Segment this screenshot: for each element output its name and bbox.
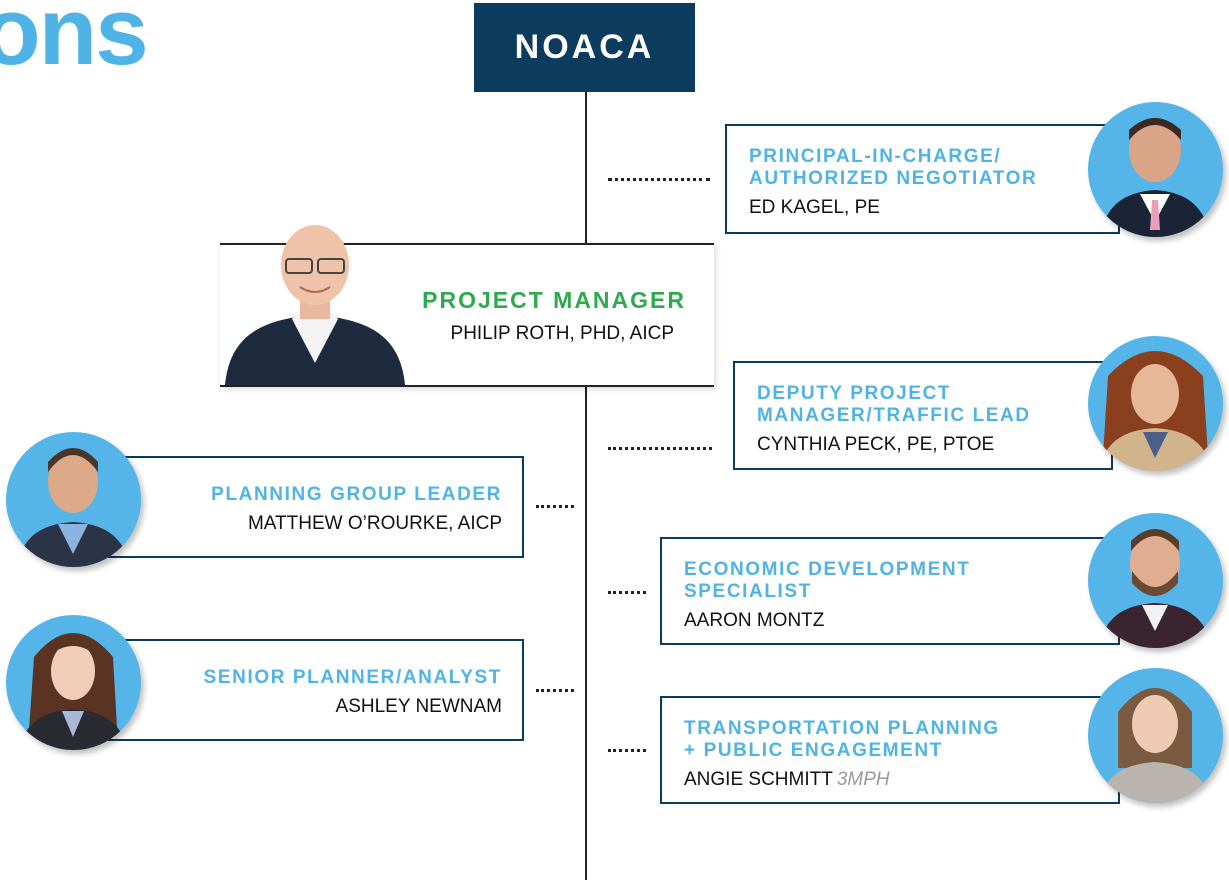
avatar-senior bbox=[6, 615, 141, 750]
page-heading-fragment: ons bbox=[0, 0, 149, 85]
avatar-econ bbox=[1088, 513, 1223, 648]
connector-dots-principal bbox=[608, 178, 710, 181]
card-deputy: DEPUTY PROJECT MANAGER/TRAFFIC LEAD CYNT… bbox=[733, 361, 1113, 470]
avatar-planning-lead bbox=[6, 432, 141, 567]
project-manager-role: PROJECT MANAGER bbox=[422, 287, 686, 313]
role-principal-line2: AUTHORIZED NEGOTIATOR bbox=[749, 168, 1038, 189]
role-transport-line1: TRANSPORTATION PLANNING bbox=[684, 718, 1000, 739]
role-deputy-line2: MANAGER/TRAFFIC LEAD bbox=[757, 405, 1031, 426]
card-transport: TRANSPORTATION PLANNING + PUBLIC ENGAGEM… bbox=[660, 696, 1120, 804]
org-transport: 3MPH bbox=[836, 769, 890, 790]
avatar-principal bbox=[1088, 102, 1223, 237]
card-principal: PRINCIPAL-IN-CHARGE/ AUTHORIZED NEGOTIAT… bbox=[725, 124, 1120, 234]
role-econ-line1: ECONOMIC DEVELOPMENT bbox=[684, 559, 971, 580]
connector-line-top bbox=[585, 92, 587, 244]
name-deputy: CYNTHIA PECK, PE, PTOE bbox=[757, 434, 995, 455]
name-transport-text: ANGIE SCHMITT bbox=[684, 769, 833, 790]
project-manager-card: PROJECT MANAGER PHILIP ROTH, PHD, AICP bbox=[220, 225, 714, 387]
name-principal: ED KAGEL, PE bbox=[749, 197, 880, 218]
role-econ-line2: SPECIALIST bbox=[684, 581, 812, 602]
name-econ: AARON MONTZ bbox=[684, 610, 825, 631]
card-planning-lead: PLANNING GROUP LEADER MATTHEW O’ROURKE, … bbox=[108, 456, 524, 558]
name-planning-lead: MATTHEW O’ROURKE, AICP bbox=[247, 513, 502, 534]
card-econ: ECONOMIC DEVELOPMENT SPECIALIST AARON MO… bbox=[660, 537, 1120, 645]
role-principal-line1: PRINCIPAL-IN-CHARGE/ bbox=[749, 146, 1002, 167]
role-transport-line2: + PUBLIC ENGAGEMENT bbox=[684, 740, 943, 761]
connector-dots-transport bbox=[608, 749, 646, 752]
connector-dots-planning-lead bbox=[536, 505, 574, 508]
project-manager-photo bbox=[220, 223, 410, 385]
card-senior: SENIOR PLANNER/ANALYST ASHLEY NEWNAM bbox=[108, 639, 524, 741]
name-senior: ASHLEY NEWNAM bbox=[335, 696, 502, 717]
connector-dots-senior bbox=[536, 689, 574, 692]
role-planning-lead-line1: PLANNING GROUP LEADER bbox=[211, 484, 502, 505]
avatar-deputy bbox=[1088, 336, 1223, 471]
noaca-box: NOACA bbox=[474, 3, 695, 92]
role-deputy-line1: DEPUTY PROJECT bbox=[757, 383, 952, 404]
avatar-transport bbox=[1088, 668, 1223, 803]
role-senior-line1: SENIOR PLANNER/ANALYST bbox=[203, 667, 502, 688]
connector-dots-deputy bbox=[608, 447, 712, 450]
connector-dots-econ bbox=[608, 591, 646, 594]
connector-line-bottom bbox=[585, 383, 587, 880]
project-manager-name: PHILIP ROTH, PHD, AICP bbox=[450, 323, 674, 344]
